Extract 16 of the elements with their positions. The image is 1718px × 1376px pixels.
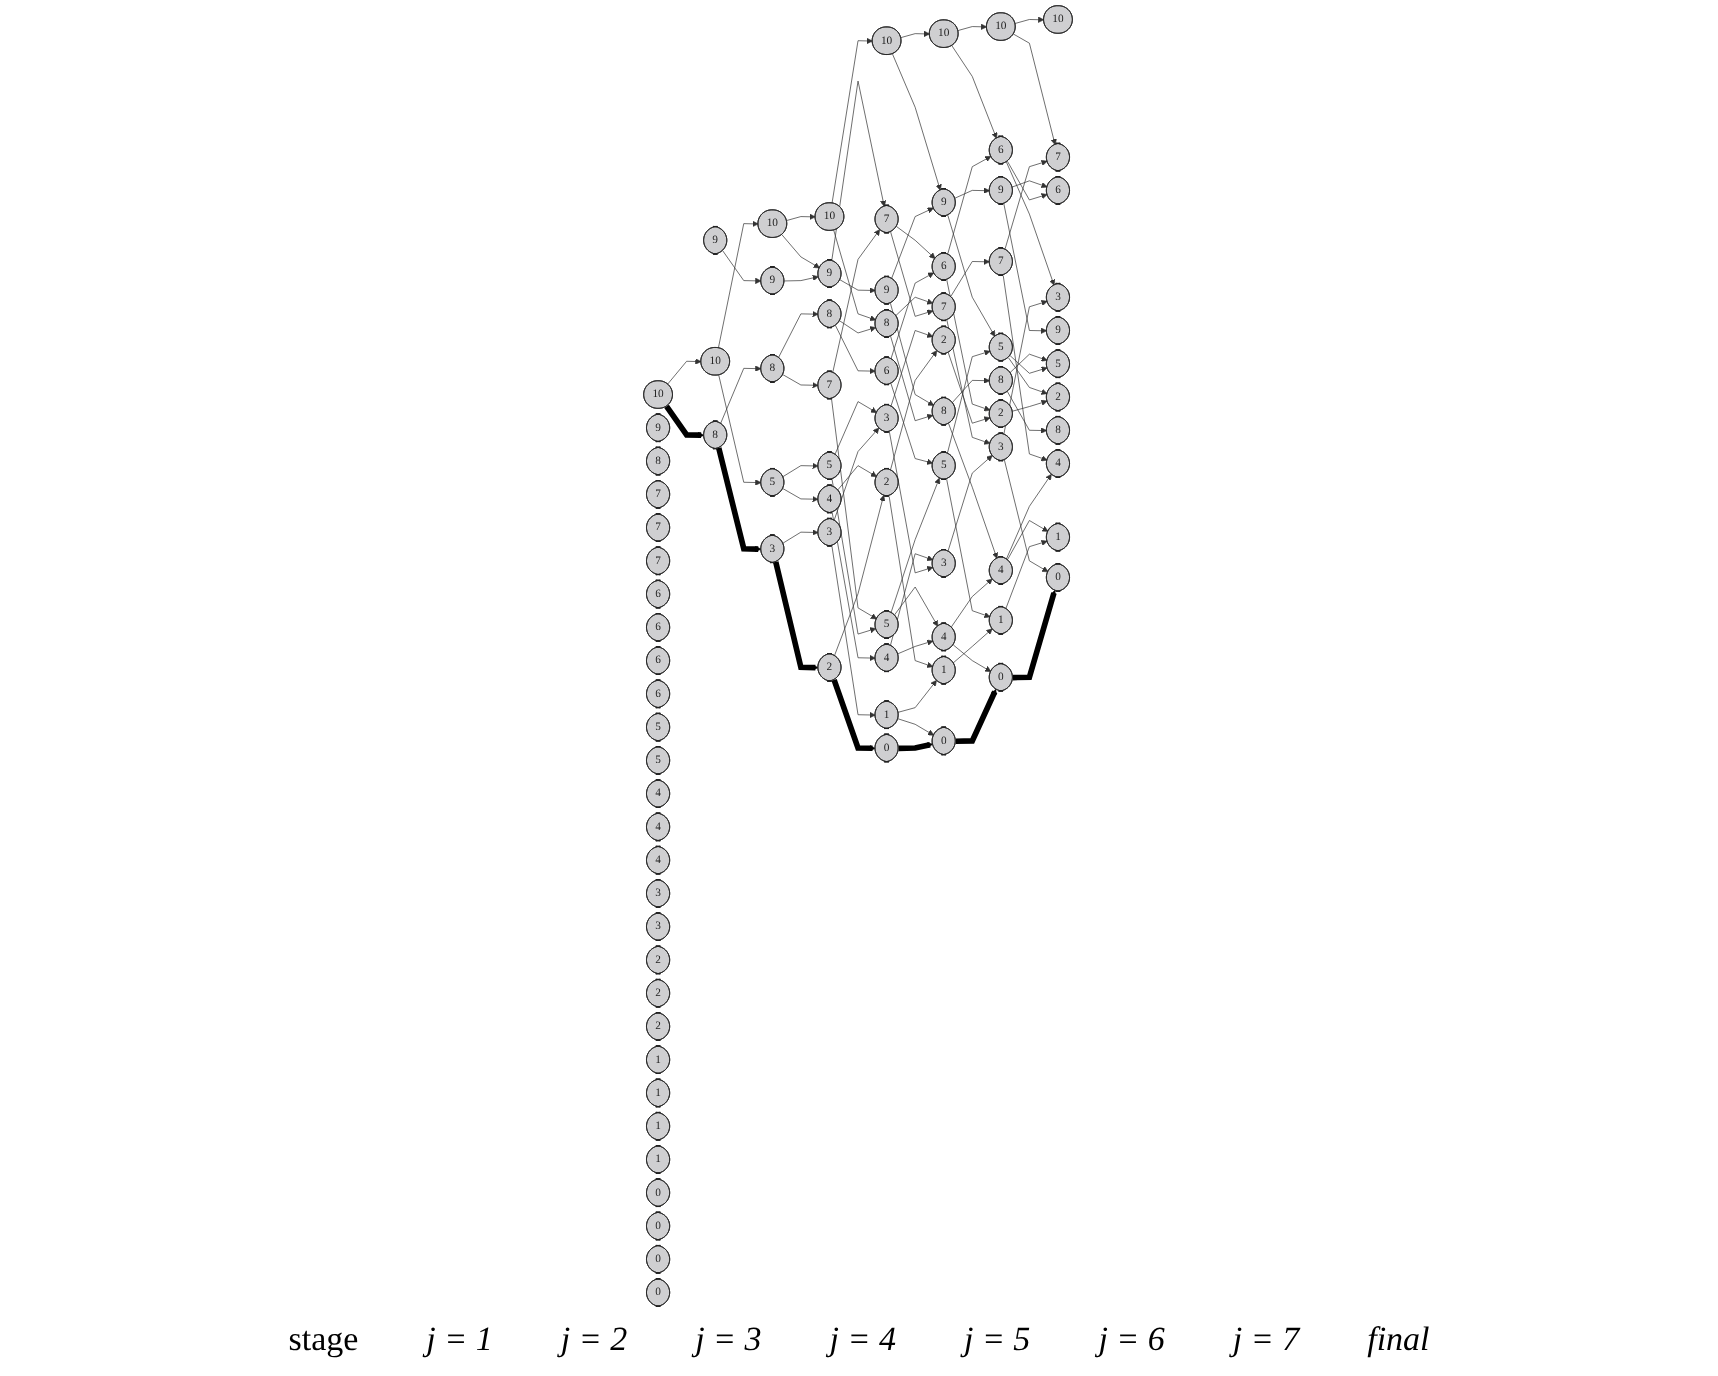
stage-label: j = 2 (560, 1320, 628, 1360)
arrow (899, 741, 934, 752)
stage-label: final (1367, 1320, 1430, 1360)
stage-label: j = 3 (695, 1320, 762, 1360)
arrow (716, 447, 763, 553)
stage-label: j = 5 (963, 1320, 1031, 1360)
arrow (832, 678, 877, 752)
arrow (1013, 590, 1058, 681)
axis-label: stage (288, 1320, 359, 1360)
stage-label: j = 1 (426, 1320, 493, 1360)
arrow (773, 561, 820, 671)
stage-label: j = 7 (1232, 1320, 1300, 1360)
arrow (956, 688, 999, 745)
arrow (665, 404, 706, 439)
stage-label: j = 4 (829, 1320, 896, 1360)
stage-label: j = 6 (1098, 1320, 1165, 1360)
